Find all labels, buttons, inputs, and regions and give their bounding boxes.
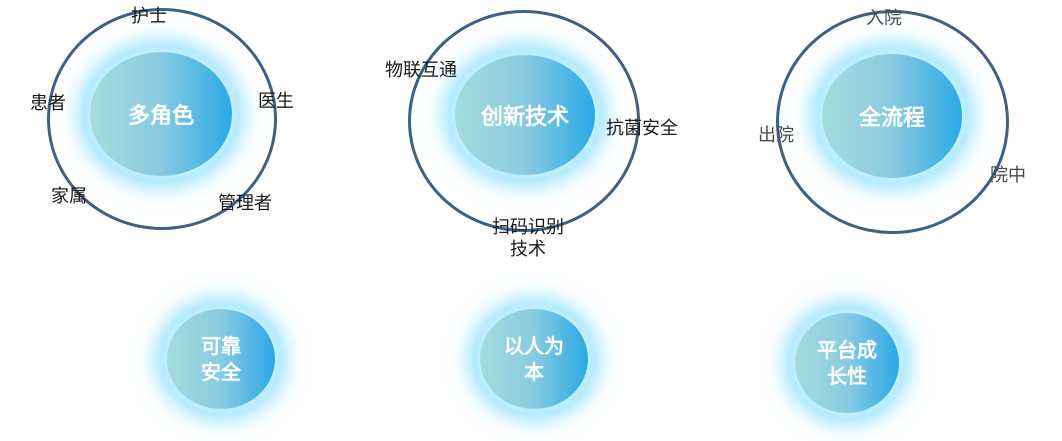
label-in-hospital: 院中 bbox=[990, 165, 1026, 186]
ring-innovation bbox=[408, 10, 640, 232]
ring-multi-role bbox=[47, 8, 277, 230]
orb-people-oriented-text: 以人为本 bbox=[504, 334, 564, 384]
orb-full-process: 全流程 bbox=[822, 54, 962, 178]
label-discharge: 出院 bbox=[758, 125, 794, 146]
label-manager: 管理者 bbox=[218, 193, 272, 214]
orb-reliable-safe: 可靠安全 bbox=[167, 309, 275, 409]
label-scan-line1: 扫码识别 bbox=[492, 217, 564, 238]
orb-reliable-safe-text: 可靠安全 bbox=[201, 334, 241, 384]
orb-platform-growth: 平台成长性 bbox=[795, 313, 899, 413]
label-doctor: 医生 bbox=[258, 91, 294, 112]
label-admission: 入院 bbox=[866, 8, 902, 29]
orb-innovation: 创新技术 bbox=[455, 55, 595, 175]
orb-platform-growth-text: 平台成长性 bbox=[817, 338, 877, 388]
label-patient: 患者 bbox=[30, 93, 66, 114]
label-scan-line2: 技术 bbox=[510, 239, 546, 260]
label-scan: 扫码识别 技术 bbox=[486, 217, 570, 261]
ring-full-process bbox=[776, 10, 1009, 234]
label-nurse: 护士 bbox=[131, 6, 167, 27]
orb-multi-role: 多角色 bbox=[90, 52, 232, 176]
orb-people-oriented: 以人为本 bbox=[480, 309, 588, 409]
label-iot: 物联互通 bbox=[385, 60, 457, 81]
label-family: 家属 bbox=[51, 186, 87, 207]
label-antibacterial: 抗菌安全 bbox=[606, 118, 678, 139]
